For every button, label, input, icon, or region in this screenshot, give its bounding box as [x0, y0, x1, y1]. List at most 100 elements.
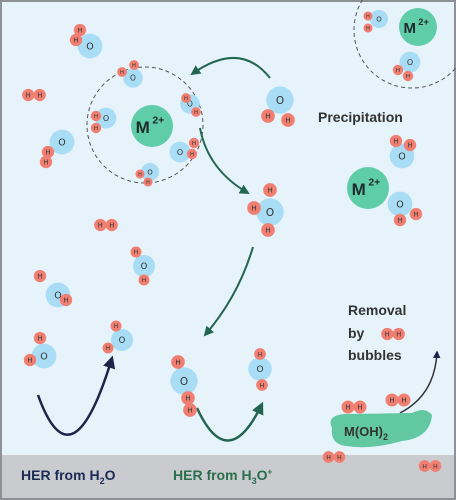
water-5-hydrogen-atom-2: H	[23, 353, 37, 367]
water-6-hydrogen-atom-2-symbol: H	[106, 345, 110, 352]
water-13-oxygen-atom: O	[123, 68, 143, 88]
water-10-hydrogen-atom-1: H	[254, 348, 266, 360]
water-6-oxygen-atom: O	[110, 328, 134, 352]
water-19-hydrogen-atom-2-shape	[402, 70, 414, 82]
water-9-oxygen-atom: O	[170, 367, 198, 395]
water-18-hydrogen-atom-1-shape	[363, 11, 373, 21]
h2-molecule-3-hydrogen-atom-1: H	[381, 327, 394, 341]
water-3-oxygen-atom-symbol: O	[141, 262, 148, 272]
water-16-oxygen-atom: O	[169, 141, 191, 163]
h2-molecule-4-hydrogen-atom-2-symbol: H	[357, 404, 362, 412]
water-11-hydrogen-atom-2: H	[403, 138, 417, 152]
h2-molecule-7-hydrogen-atom-2: H	[429, 460, 442, 472]
water-14-hydrogen-atom-2-symbol: H	[94, 126, 98, 132]
water-18-hydrogen-atom-1: H	[363, 11, 373, 21]
water-19-hydrogen-atom-1: H	[392, 64, 404, 76]
water-10-hydrogen-atom-1-symbol: H	[258, 351, 263, 358]
water-3-hydrogen-atom-1-shape	[130, 246, 142, 258]
h2-molecule-3-hydrogen-atom-2-symbol: H	[396, 330, 401, 338]
water-5-hydrogen-atom-2-shape	[23, 353, 37, 367]
h2-molecule-1-hydrogen-atom-1-symbol: H	[26, 91, 31, 99]
water-6-hydrogen-atom-2: H	[102, 342, 114, 354]
water-5-oxygen-atom: O	[31, 343, 57, 369]
water-6-hydrogen-atom-1-shape	[110, 320, 122, 332]
water-8-hydrogen-atom-2: H	[263, 183, 277, 197]
water-8-hydrogen-atom-2-symbol: H	[267, 186, 273, 195]
water-7-hydrogen-atom-1: H	[261, 109, 275, 123]
water-1-hydrogen-atom-1-symbol: H	[78, 26, 83, 34]
water-1-hydrogen-atom-1-shape	[73, 23, 87, 37]
water-9-oxygen-atom-symbol: O	[180, 376, 188, 388]
water-15-hydrogen-atom-2-shape	[191, 107, 201, 117]
water-11-hydrogen-atom-1: H	[389, 134, 403, 148]
water-12-oxygen-atom: O	[387, 191, 413, 217]
water-16-hydrogen-atom-2-symbol: H	[192, 141, 196, 147]
water-1-hydrogen-atom-1: H	[73, 23, 87, 37]
precipitation-arrow-3	[203, 246, 254, 337]
h2-molecule-6-hydrogen-atom-2: H	[333, 451, 346, 463]
water-15-hydrogen-atom-1: H	[181, 93, 191, 103]
water-8-hydrogen-atom-1-symbol: H	[251, 204, 257, 213]
water-14-hydrogen-atom-1-shape	[90, 110, 102, 122]
water-4-hydrogen-atom-1: H	[33, 269, 47, 283]
water-18-hydrogen-atom-2-shape	[363, 23, 373, 33]
metal-ion-1-charge: 2+	[152, 114, 164, 126]
water-2-oxygen-atom-symbol: O	[58, 137, 65, 148]
water-2-hydrogen-atom-1-shape	[41, 145, 55, 159]
water-14-hydrogen-atom-1-symbol: H	[94, 114, 98, 120]
water-1-oxygen-atom-shape	[77, 33, 103, 59]
h2-molecule-1-hydrogen-atom-1-shape	[22, 88, 35, 102]
h2-molecule-6-hydrogen-atom-1: H	[322, 451, 335, 463]
water-17-oxygen-atom-shape	[140, 162, 160, 182]
water-18-oxygen-atom: O	[369, 9, 389, 29]
water-7-oxygen-atom: O	[266, 86, 294, 114]
removal-label-line-3: bubbles	[348, 347, 402, 363]
water-12-oxygen-atom-symbol: O	[396, 199, 403, 210]
water-3-oxygen-atom: O	[132, 254, 156, 278]
water-8-oxygen-atom-shape	[256, 198, 284, 226]
water-19-hydrogen-atom-2-symbol: H	[406, 74, 410, 80]
water-3-hydrogen-atom-1-symbol: H	[134, 249, 138, 256]
removal-label-line-1: Removal	[348, 302, 407, 318]
water-15-oxygen-atom-symbol: O	[187, 100, 193, 109]
water-4-hydrogen-atom-1-symbol: H	[38, 272, 43, 280]
water-5-hydrogen-atom-1-symbol: H	[38, 334, 43, 342]
water-18-oxygen-atom-symbol: O	[376, 16, 382, 24]
h2-molecule-3-hydrogen-atom-2: H	[392, 327, 405, 341]
water-12-hydrogen-atom-1-shape	[393, 213, 407, 227]
water-12-hydrogen-atom-2-shape	[409, 207, 423, 221]
metal-ion-3-charge: 2+	[368, 176, 380, 188]
water-4-hydrogen-atom-2-symbol: H	[64, 296, 69, 304]
precipitation-arrow-1	[190, 57, 271, 79]
hydration-shell-center	[86, 66, 204, 184]
water-14-hydrogen-atom-1: H	[90, 110, 102, 122]
water-16-hydrogen-atom-1: H	[186, 148, 198, 160]
water-8-oxygen-atom: O	[256, 198, 284, 226]
water-17-oxygen-atom-symbol: O	[147, 169, 153, 177]
water-15-hydrogen-atom-1-symbol: H	[184, 96, 188, 102]
water-8-hydrogen-atom-1: H	[247, 201, 261, 215]
water-9-hydrogen-atom-3-symbol: H	[187, 406, 193, 415]
h2-molecule-5-hydrogen-atom-2-symbol: H	[401, 397, 406, 405]
electrode-surface	[2, 455, 454, 498]
water-10-hydrogen-atom-2-shape	[256, 379, 268, 391]
water-16-oxygen-atom-shape	[169, 141, 191, 163]
water-1-hydrogen-atom-2-shape	[69, 33, 83, 47]
hydroxide-label: M(OH)2	[344, 424, 388, 442]
water-8-hydrogen-atom-3: H	[261, 223, 275, 237]
h2-molecule-6-hydrogen-atom-1-shape	[322, 451, 335, 463]
h2-molecule-4-hydrogen-atom-1: H	[341, 400, 355, 414]
h2-molecule-5-hydrogen-atom-1: H	[385, 393, 399, 407]
water-14-oxygen-atom-symbol: O	[103, 114, 109, 123]
water-2-hydrogen-atom-2-symbol: H	[44, 158, 49, 166]
water-9-oxygen-atom-shape	[170, 367, 198, 395]
water-15-hydrogen-atom-2-symbol: H	[194, 110, 198, 116]
water-9-hydrogen-atom-3: H	[183, 403, 197, 417]
water-14-hydrogen-atom-2-shape	[90, 122, 102, 134]
metal-ion-2-charge: 2+	[418, 17, 429, 27]
h2-molecule-7-hydrogen-atom-1-shape	[418, 460, 431, 472]
h2-molecule-2-hydrogen-atom-1-symbol: H	[98, 221, 103, 229]
